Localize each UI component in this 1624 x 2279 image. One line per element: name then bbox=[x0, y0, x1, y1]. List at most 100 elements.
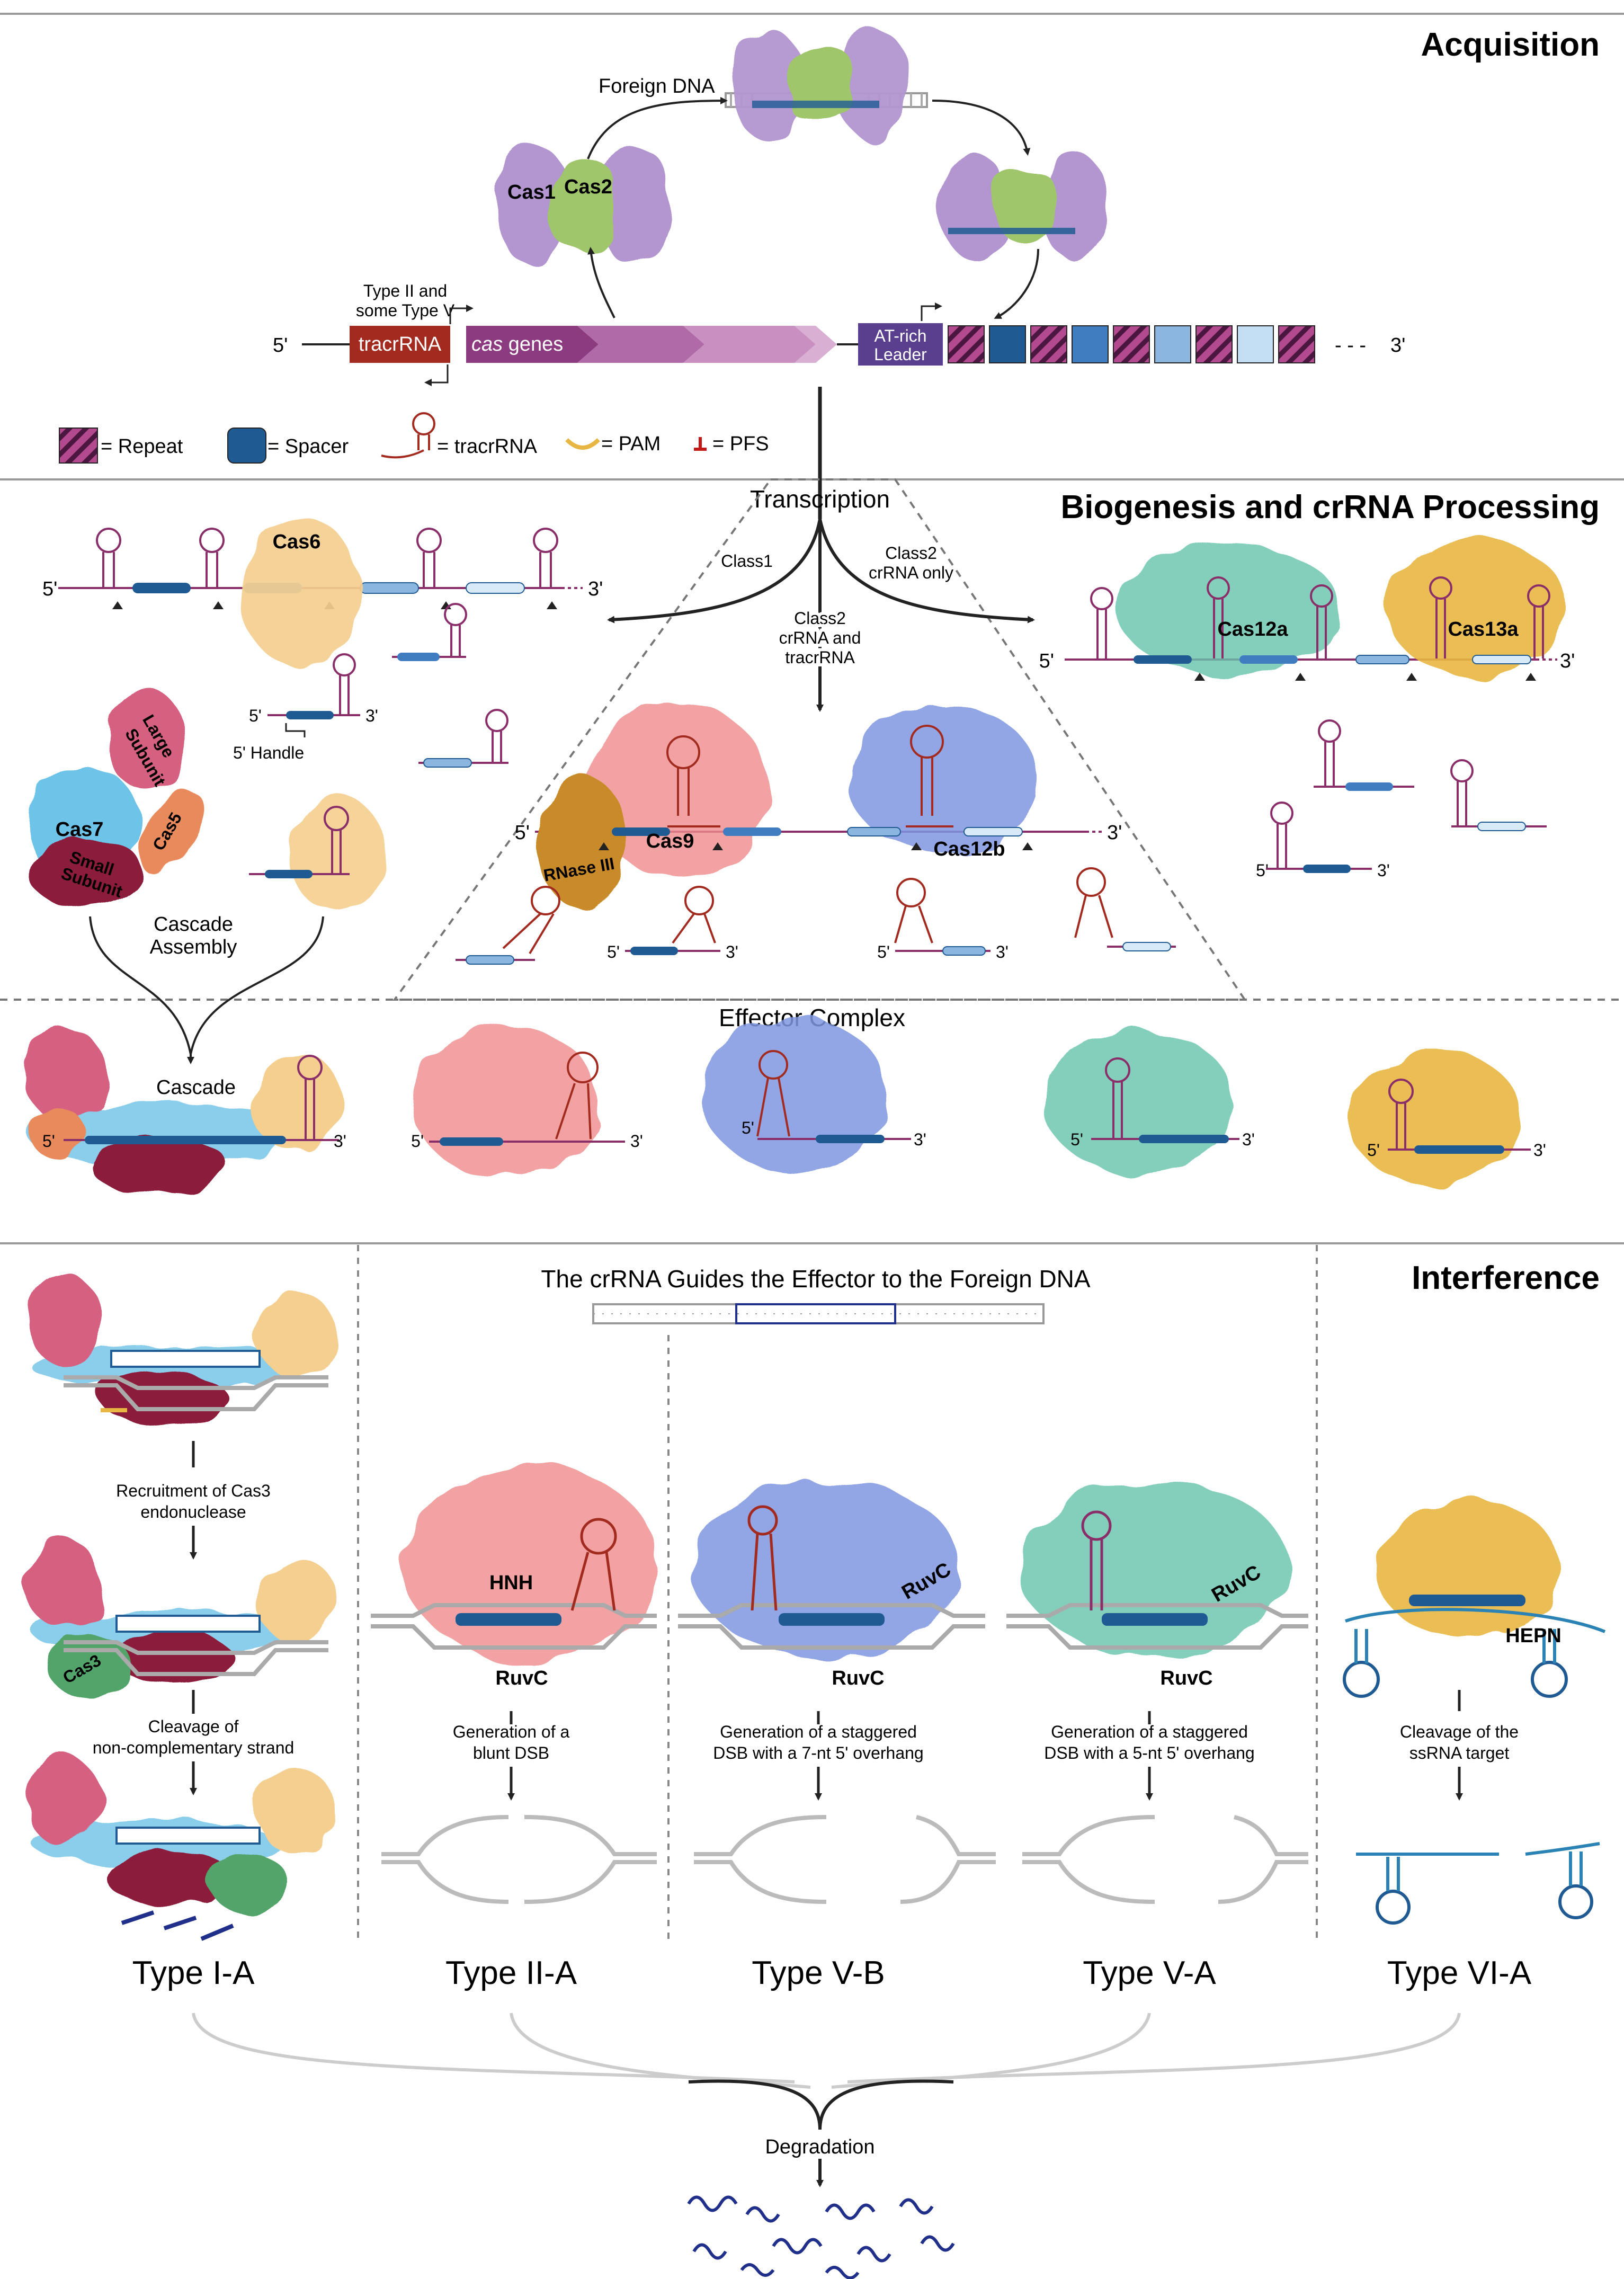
cas13a-protein bbox=[1388, 540, 1568, 678]
label-ruvc-5b: RuvC bbox=[832, 1667, 884, 1689]
label-class2-tracr-bg-1: Class2 bbox=[794, 609, 846, 628]
cas13a-effector bbox=[1348, 1052, 1531, 1184]
label-cascade: Cascade bbox=[156, 1076, 236, 1099]
type6a-complex bbox=[1343, 1499, 1606, 1698]
crispr-array bbox=[948, 325, 1315, 363]
rnase3-protein bbox=[538, 776, 628, 909]
legend-pam-icon bbox=[565, 438, 600, 450]
assembly-line-right bbox=[190, 916, 324, 1055]
heading-acquisition: Acquisition bbox=[1421, 26, 1600, 63]
type2-triangle bbox=[392, 478, 1247, 1001]
label-recruit-2: endonuclease bbox=[140, 1502, 246, 1521]
type2-3prime: 3' bbox=[1107, 822, 1122, 844]
legend-pam: = PAM bbox=[601, 433, 661, 455]
locus-3prime: 3' bbox=[1390, 334, 1405, 357]
label-leader-2: Leader bbox=[874, 345, 927, 364]
label-cas1: Cas1 bbox=[507, 181, 556, 203]
label-cascade-assembly-1: Cascade bbox=[154, 913, 233, 936]
type2-prod-3b: 3' bbox=[996, 942, 1009, 962]
cas-gene-4 bbox=[795, 326, 837, 363]
type1-stage2 bbox=[26, 1539, 336, 1698]
label-class2-only-2: crRNA only bbox=[869, 563, 953, 582]
label-ssrna-1: Cleavage of the bbox=[1400, 1722, 1519, 1741]
label-5-handle: 5' Handle bbox=[233, 743, 304, 762]
type2-prod-3a: 3' bbox=[726, 942, 738, 962]
label-blunt-2: blunt DSB bbox=[473, 1743, 549, 1762]
cas12a-eff-3: 3' bbox=[1242, 1130, 1255, 1149]
heading-interference: Interference bbox=[1412, 1260, 1600, 1296]
arrow-to-foreign bbox=[587, 97, 728, 159]
type2-hairpins bbox=[666, 725, 953, 827]
funnel-left bbox=[688, 2079, 822, 2130]
label-hnh: HNH bbox=[489, 1572, 533, 1594]
integration-complex bbox=[940, 154, 1110, 260]
label-foreign-dna: Foreign DNA bbox=[599, 75, 715, 97]
cas5-protein bbox=[140, 788, 204, 875]
arrow-class2-only bbox=[818, 519, 1035, 624]
type-label-6a: Type VI-A bbox=[1387, 1955, 1532, 1991]
type1-stage3 bbox=[26, 1756, 336, 1941]
class2-only-elements bbox=[1090, 576, 1550, 681]
label-ruvc-2a: RuvC bbox=[495, 1667, 548, 1689]
type2-prod-5a: 5' bbox=[607, 942, 620, 962]
label-cas2: Cas2 bbox=[564, 176, 612, 198]
cas1-cas2-complex bbox=[495, 143, 670, 265]
arrow-insert bbox=[994, 248, 1039, 319]
type-labels: Type I-A Type II-A Type V-B Type V-A Typ… bbox=[132, 1955, 1532, 1991]
arrow-from-genes bbox=[587, 247, 615, 318]
label-type-note-2: some Type V bbox=[356, 301, 455, 320]
cas12b-eff-5: 5' bbox=[742, 1118, 754, 1137]
funnel-right bbox=[818, 2079, 954, 2130]
legend-repeat: = Repeat bbox=[101, 435, 183, 458]
label-stag7-2: DSB with a 7-nt 5' overhang bbox=[713, 1743, 923, 1762]
type5a-complex bbox=[1006, 1481, 1308, 1655]
label-cas9: Cas9 bbox=[646, 830, 694, 852]
foreign-dna-complex bbox=[725, 29, 928, 140]
type5a-cleaved bbox=[1022, 1815, 1308, 1904]
cas9-effector bbox=[413, 1025, 625, 1179]
arrow-to-integrate bbox=[932, 100, 1031, 156]
legend-spacer-swatch bbox=[227, 428, 266, 464]
type-label-5b: Type V-B bbox=[752, 1955, 885, 1991]
label-stag5-1: Generation of a staggered bbox=[1051, 1722, 1248, 1741]
label-tracrrna-gene: tracrRNA bbox=[359, 333, 442, 355]
class1-3prime: 3' bbox=[588, 578, 603, 600]
cas9-eff-3: 3' bbox=[630, 1132, 643, 1151]
label-stag7-1: Generation of a staggered bbox=[720, 1722, 917, 1741]
label-cas6: Cas6 bbox=[273, 531, 321, 553]
type5b-cleaved bbox=[694, 1815, 996, 1904]
class2only-prod-3: 3' bbox=[1377, 861, 1390, 880]
type5b-complex bbox=[678, 1481, 985, 1655]
class2only-prod-5: 5' bbox=[1256, 861, 1269, 880]
label-cas-genes: cas genes bbox=[471, 333, 563, 355]
cascade-3prime: 3' bbox=[334, 1132, 346, 1151]
guide-dna bbox=[592, 1303, 1045, 1324]
cas9-eff-5: 5' bbox=[411, 1132, 424, 1151]
label-hepn: HEPN bbox=[1505, 1625, 1561, 1647]
type6a-cleaved bbox=[1356, 1842, 1600, 1925]
class2-only-products bbox=[1266, 719, 1547, 873]
type2-products bbox=[456, 867, 1176, 965]
type2a-cleaved bbox=[381, 1815, 657, 1904]
legend: = Repeat = Spacer = tracrRNA = PAM = PFS bbox=[59, 412, 769, 464]
label-cas12a: Cas12a bbox=[1217, 618, 1288, 640]
legend-spacer: = Spacer bbox=[267, 435, 349, 458]
cas12a-effector bbox=[1043, 1030, 1239, 1173]
promoter-left bbox=[424, 364, 449, 386]
leader bbox=[858, 323, 943, 366]
legend-tracrrna: = tracrRNA bbox=[437, 435, 538, 458]
type2a-complex bbox=[371, 1465, 657, 1661]
label-class2-tracr-1: Class2 bbox=[794, 609, 846, 628]
legend-repeat-swatch bbox=[59, 428, 98, 464]
label-cascade-assembly-2: Assembly bbox=[150, 936, 237, 958]
arrow-class1 bbox=[607, 519, 822, 624]
legend-tracrrna-icon bbox=[381, 412, 435, 459]
class2only-3prime: 3' bbox=[1560, 650, 1575, 672]
label-class2-tracr-2: crRNA and bbox=[779, 628, 861, 647]
type2-5prime: 5' bbox=[515, 822, 530, 844]
cas-gene-1 bbox=[466, 326, 599, 363]
cas6-protein bbox=[238, 517, 360, 665]
crrna-3prime: 3' bbox=[365, 706, 378, 725]
label-recruit-1: Recruitment of Cas3 bbox=[116, 1481, 271, 1500]
